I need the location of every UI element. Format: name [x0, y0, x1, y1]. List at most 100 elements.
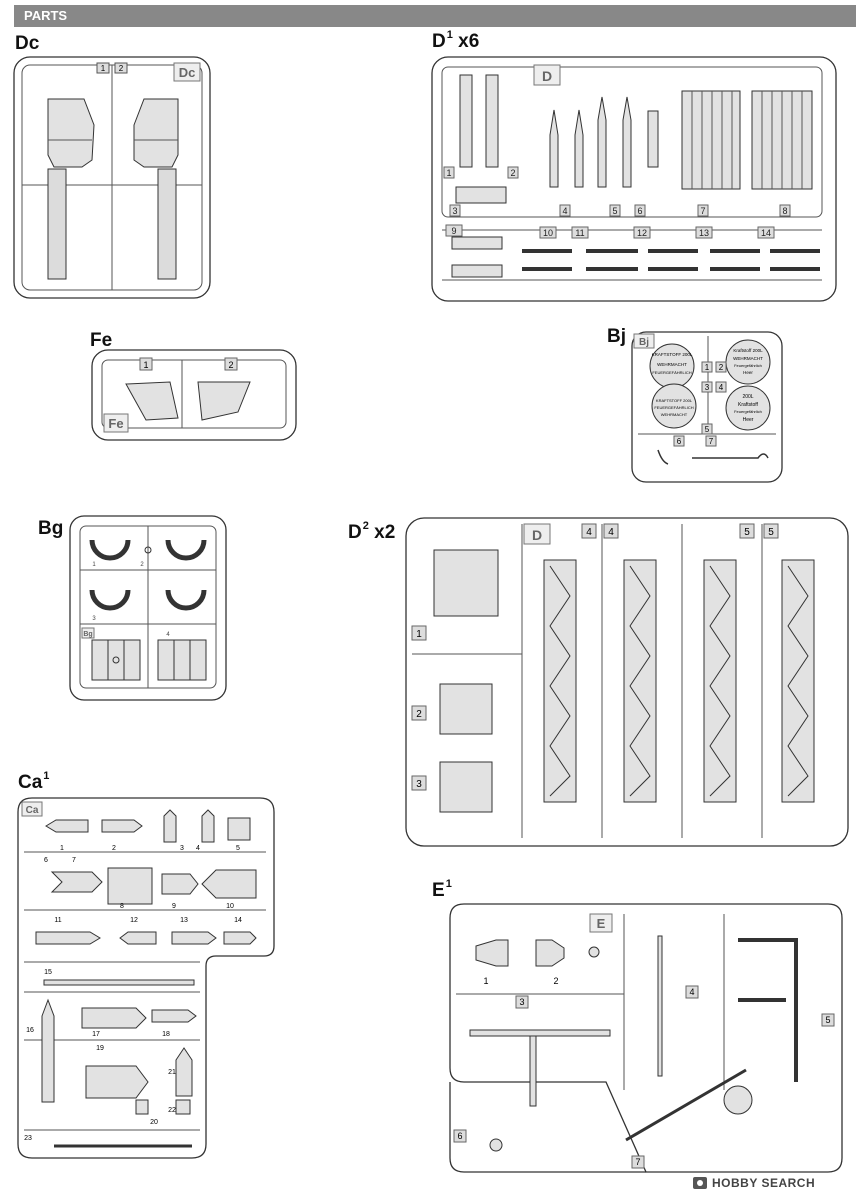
d2-num-1: 1 [416, 629, 422, 640]
svg-text:Heer: Heer [743, 370, 753, 375]
watermark-text: HOBBY SEARCH [712, 1176, 816, 1190]
sprue-bj: Bj KRAFTSTOFF 200L WEHRMACHT FEUERGEFÄHR… [631, 331, 783, 483]
svg-text:FEUERGEFÄHRLICH: FEUERGEFÄHRLICH [652, 370, 691, 375]
fe-part-2 [197, 381, 251, 421]
dc-part-1-shape [47, 98, 95, 280]
ca1-num-1: 1 [60, 845, 64, 852]
sprue-fe: 1 2 Fe [91, 349, 297, 441]
bj-num-3: 3 [705, 383, 710, 392]
ca1-num-5: 5 [236, 845, 240, 852]
d1-num-9: 9 [451, 226, 456, 236]
e1-num-7: 7 [635, 1157, 640, 1167]
d2-num-3: 3 [416, 779, 422, 790]
ca1-num-4: 4 [196, 845, 200, 852]
d1-crate-7 [681, 90, 741, 190]
ca1-num-16: 16 [26, 1027, 34, 1034]
section-label-bj: Bj [607, 326, 626, 347]
svg-text:WEHRMACHT: WEHRMACHT [733, 356, 763, 361]
d2-num-2: 2 [416, 709, 422, 720]
ca1-num-8: 8 [120, 903, 124, 910]
d2-sprue-letter: D [532, 527, 542, 543]
section-label-e1: E1 [432, 878, 452, 901]
sprue-e1: E 1 2 3 4 5 6 7 [449, 903, 843, 1173]
dc-part-1: 1 [101, 64, 106, 73]
svg-text:KRAFTSTOFF 200L: KRAFTSTOFF 200L [656, 398, 693, 403]
fe-num-2: 2 [228, 360, 233, 370]
ca1-num-20: 20 [150, 1119, 158, 1126]
sprue-d1: D 1 2 3 4 5 6 7 8 9 10 11 12 13 14 [431, 56, 837, 302]
svg-text:Kraftstoff: Kraftstoff [738, 402, 759, 408]
ca1-num-14: 14 [234, 917, 242, 924]
bg-num-4: 4 [166, 632, 170, 638]
d2-num-4b: 4 [608, 527, 614, 538]
dc-part-2: 2 [119, 64, 124, 73]
dc-part-2-shape [133, 98, 179, 280]
d2-girder-3 [703, 559, 737, 803]
d1-num-10: 10 [543, 228, 553, 238]
section-label-bg: Bg [38, 518, 64, 539]
e1-num-6: 6 [457, 1131, 462, 1141]
svg-text:Feuergefährlich: Feuergefährlich [734, 409, 762, 414]
fe-part-1 [125, 381, 179, 421]
ca1-num-18: 18 [162, 1031, 170, 1038]
bj-num-5: 5 [705, 425, 710, 434]
sprue-ca1: Ca 1 2 3 4 5 6 7 8 9 10 11 12 [17, 797, 275, 1159]
ca1-num-13: 13 [180, 917, 188, 924]
d2-plate-1 [433, 549, 499, 617]
svg-text:WEHRMACHT: WEHRMACHT [661, 412, 688, 417]
fe-sprue-letter: Fe [108, 416, 123, 431]
d1-num-5: 5 [612, 206, 617, 216]
ca1-num-9: 9 [172, 903, 176, 910]
bj-decal-2: Kraftstoff 200L WEHRMACHT Feuergefährlic… [725, 339, 771, 385]
d1-num-12: 12 [637, 228, 647, 238]
e1-num-4: 4 [689, 987, 694, 997]
d1-num-2: 2 [510, 168, 515, 178]
svg-text:200L: 200L [742, 394, 753, 400]
d1-num-7: 7 [700, 206, 705, 216]
d1-num-14: 14 [761, 228, 771, 238]
bg-num-1: 1 [92, 562, 96, 568]
d1-num-6: 6 [637, 206, 642, 216]
ca1-num-23: 23 [24, 1135, 32, 1142]
bj-decal-1: KRAFTSTOFF 200L WEHRMACHT FEUERGEFÄHRLIC… [649, 343, 695, 389]
ca1-num-19: 19 [96, 1045, 104, 1052]
parts-header-title: PARTS [24, 8, 68, 23]
ca1-num-21: 21 [168, 1069, 176, 1076]
e1-num-2: 2 [553, 976, 558, 986]
sprue-d2: D 1 2 3 4 4 5 5 [405, 517, 849, 847]
d1-num-11: 11 [575, 228, 584, 238]
bg-num-2: 2 [140, 562, 144, 568]
d1-crate-8 [751, 90, 813, 190]
bj-decal-4: 200L Kraftstoff Feuergefährlich Heer [725, 385, 771, 431]
sprue-dc: 1 2 Dc [13, 56, 211, 299]
parts-header: PARTS [14, 5, 856, 27]
bj-num-1: 1 [705, 363, 710, 372]
section-label-fe: Fe [90, 330, 113, 351]
dc-sprue-letter: Dc [179, 65, 196, 80]
d2-girder-4 [781, 559, 815, 803]
svg-text:KRAFTSTOFF 200L: KRAFTSTOFF 200L [652, 352, 693, 357]
d2-girder-2 [623, 559, 657, 803]
section-label-d1: D1 x6 [432, 29, 480, 52]
e1-num-3: 3 [519, 997, 524, 1007]
d1-num-4: 4 [562, 206, 567, 216]
d1-sprue-letter: D [542, 68, 552, 84]
d2-num-5a: 5 [744, 527, 750, 538]
d2-girder-1 [543, 559, 577, 803]
hobby-search-logo-icon [693, 1177, 707, 1189]
d2-plate-2 [439, 683, 493, 735]
bg-num-3: 3 [92, 616, 96, 622]
svg-text:FEUERGEFÄHRLICH: FEUERGEFÄHRLICH [654, 405, 693, 410]
fe-num-1: 1 [143, 360, 148, 370]
d2-num-5b: 5 [768, 527, 774, 538]
bj-num-4: 4 [719, 383, 724, 392]
section-label-dc: Dc [15, 33, 40, 54]
ca1-num-3: 3 [180, 845, 184, 852]
e1-sprue-letter: E [597, 916, 606, 931]
ca1-num-6: 6 [44, 857, 48, 864]
ca1-num-17: 17 [92, 1031, 100, 1038]
bj-num-2: 2 [719, 363, 724, 372]
section-label-d2: D2 x2 [348, 520, 396, 543]
svg-text:Feuergefährlich: Feuergefährlich [734, 363, 762, 368]
ca1-sprue-letter: Ca [26, 805, 39, 816]
